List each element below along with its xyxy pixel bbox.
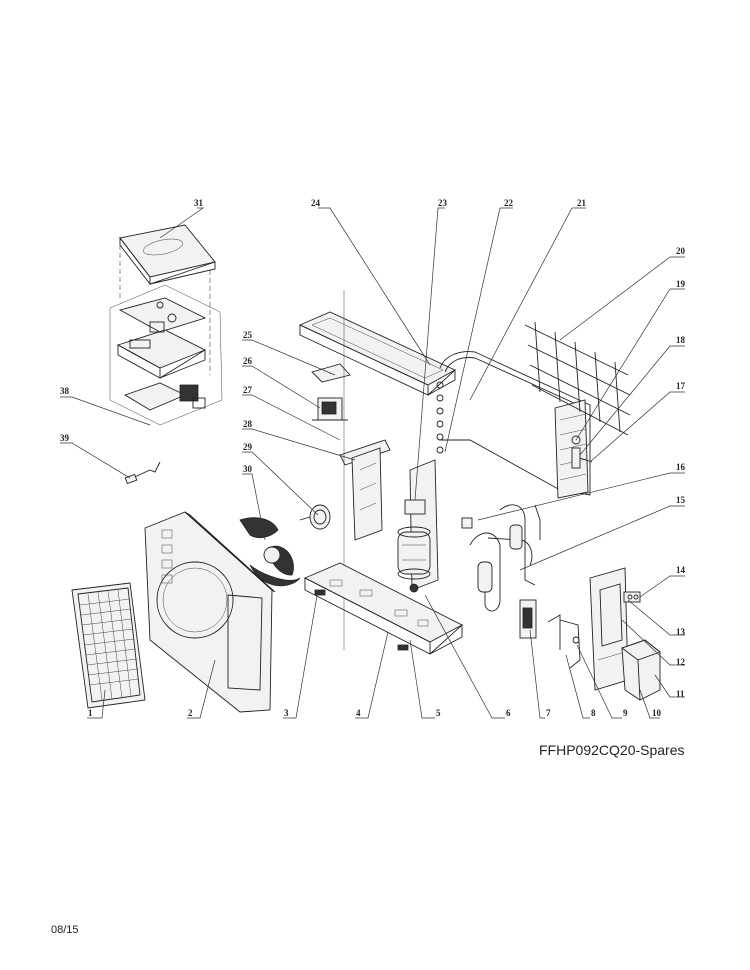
callout-14: 14 [676,565,686,575]
callout-38: 38 [60,386,70,396]
part-31-control-cover [119,224,216,286]
callout-21: 21 [577,198,587,208]
callout-12: 12 [676,657,686,667]
callout-30: 30 [243,464,253,474]
part-30-fan-blade [239,517,301,587]
callout-1: 1 [88,708,93,718]
callout-18: 18 [676,335,686,345]
part-18-valve-assembly [571,435,593,469]
callout-28: 28 [243,419,253,429]
callout-4: 4 [356,708,361,718]
part-14-handle [623,591,641,603]
part-15-piping-assembly [461,504,541,612]
part-28-motor-bracket [339,439,391,541]
part-29-fan-motor [299,504,331,530]
callout-13: 13 [676,627,686,637]
part-39-temperature-sensor [124,461,161,485]
callout-25: 25 [243,330,253,340]
callout-17: 17 [676,381,686,391]
callout-10: 10 [652,708,662,718]
part-26-reactor [312,397,348,421]
callout-9: 9 [623,708,628,718]
callout-11: 11 [676,689,685,699]
part-11-valve-cover [621,639,661,701]
callout-19: 19 [676,279,686,289]
callout-20: 20 [676,246,686,256]
callout-26: 26 [243,356,253,366]
callout-16: 16 [676,462,686,472]
part-21-condenser-coil [439,351,591,499]
callout-7: 7 [546,708,551,718]
callout-31: 31 [194,198,204,208]
part-1-front-grille [71,582,146,709]
callout-29: 29 [243,442,253,452]
callout-8: 8 [591,708,596,718]
leader-lines [60,207,685,719]
callout-6: 6 [506,708,511,718]
callout-23: 23 [438,198,448,208]
callout-labels: 1 2 3 4 5 6 7 8 9 10 11 12 13 14 15 16 1… [60,198,686,718]
part-38-control-board-assembly [109,284,223,426]
callout-3: 3 [284,708,289,718]
callout-22: 22 [504,198,514,208]
part-7-terminal-block [519,599,537,639]
drawing-title: FFHP092CQ20-Spares [539,742,685,758]
part-4-base-pan [303,562,463,655]
part-20-rear-guard [524,321,631,436]
callout-27: 27 [243,385,253,395]
callout-15: 15 [676,495,686,505]
date-code: 08/15 [51,924,79,936]
callout-24: 24 [311,198,321,208]
part-6-compressor [397,499,431,593]
part-24-top-panel [298,311,456,396]
callout-39: 39 [60,433,70,443]
part-8-valve-bracket [547,614,581,669]
callout-5: 5 [436,708,441,718]
part-12-side-panel [589,567,629,691]
part-2-front-panel [144,511,276,713]
callout-2: 2 [188,708,193,718]
